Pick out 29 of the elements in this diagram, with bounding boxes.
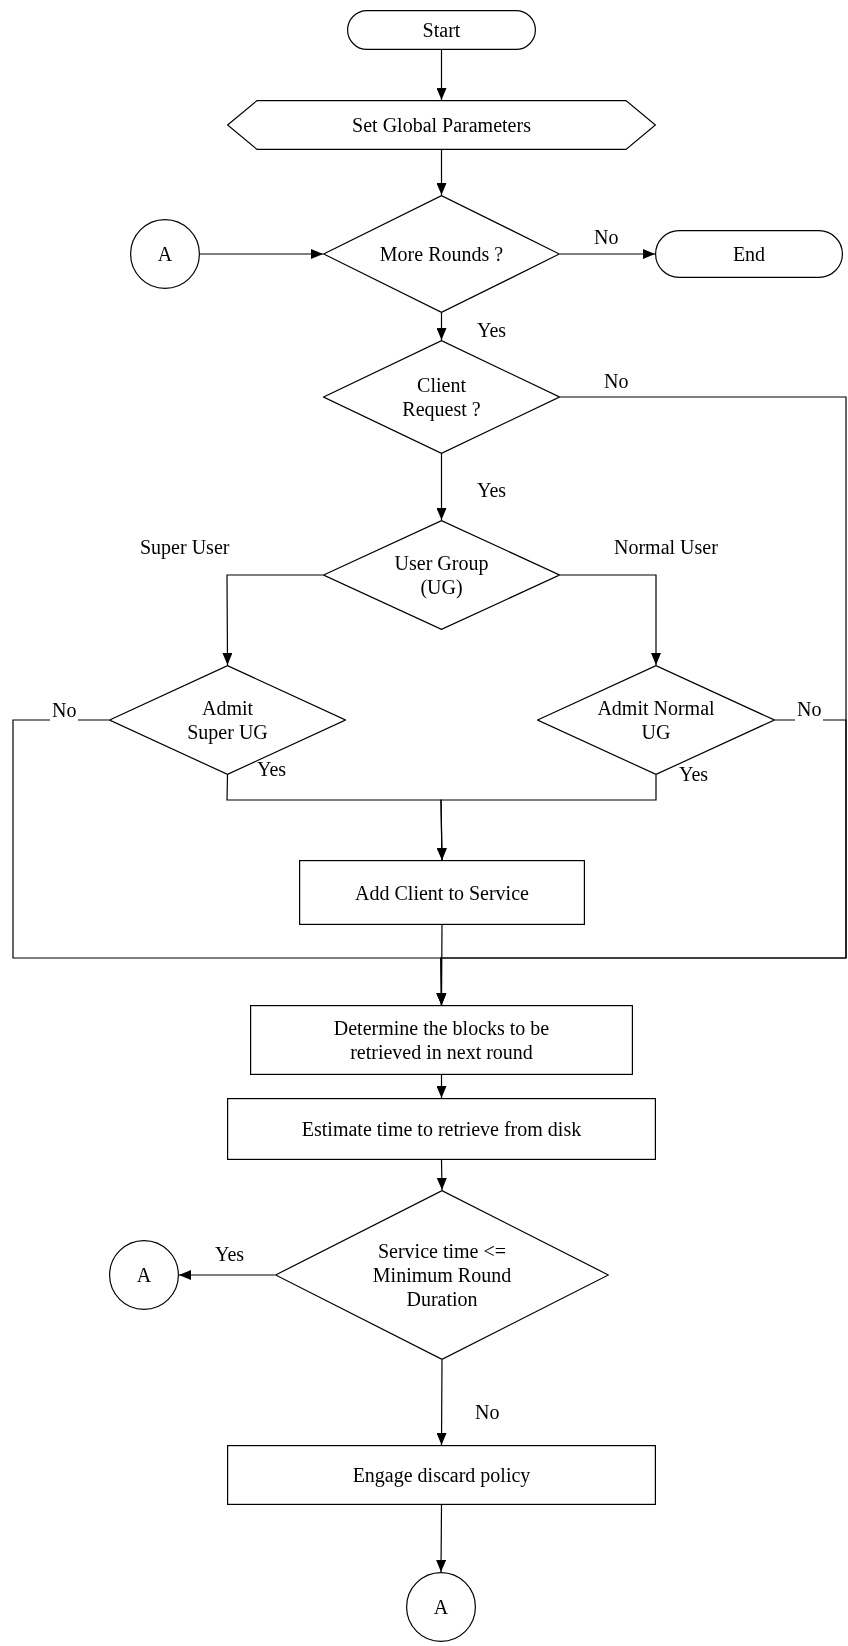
- process-box: Estimate time to retrieve from disk: [227, 1098, 656, 1160]
- arrow: [559, 574, 661, 666]
- arrow: [436, 1504, 447, 1573]
- arrow: [436, 453, 447, 521]
- arrow: [436, 149, 447, 196]
- arrow: [436, 49, 447, 101]
- process-box: Determine the blocks to be retrieved in next round: [250, 1005, 633, 1075]
- arrow: [436, 312, 447, 341]
- process-box: Add Client to Service: [299, 860, 585, 925]
- arrow: [436, 924, 447, 1006]
- arrow: [436, 774, 657, 861]
- decision-diamond: More Rounds ?: [323, 195, 560, 313]
- decision-diamond: Client Request ?: [323, 340, 560, 454]
- arrow: [436, 1159, 447, 1191]
- arrow: [436, 1359, 447, 1446]
- decision-diamond: User Group (UG): [323, 520, 560, 630]
- decision-diamond: Service time <= Minimum Round Duration: [275, 1190, 609, 1360]
- terminal-box: Start: [347, 10, 536, 50]
- connector-circle: A: [406, 1572, 476, 1642]
- preparation-hexagon: Set Global Parameters: [227, 100, 656, 150]
- arrow: [436, 1074, 447, 1099]
- arrow: [559, 249, 656, 259]
- arrow: [199, 249, 324, 259]
- connector-circle: A: [130, 219, 200, 289]
- arrow: [178, 1270, 276, 1280]
- connector-circle: A: [109, 1240, 179, 1310]
- process-box: Engage discard policy: [227, 1445, 656, 1505]
- arrow: [222, 574, 324, 666]
- terminal-box: End: [655, 230, 843, 278]
